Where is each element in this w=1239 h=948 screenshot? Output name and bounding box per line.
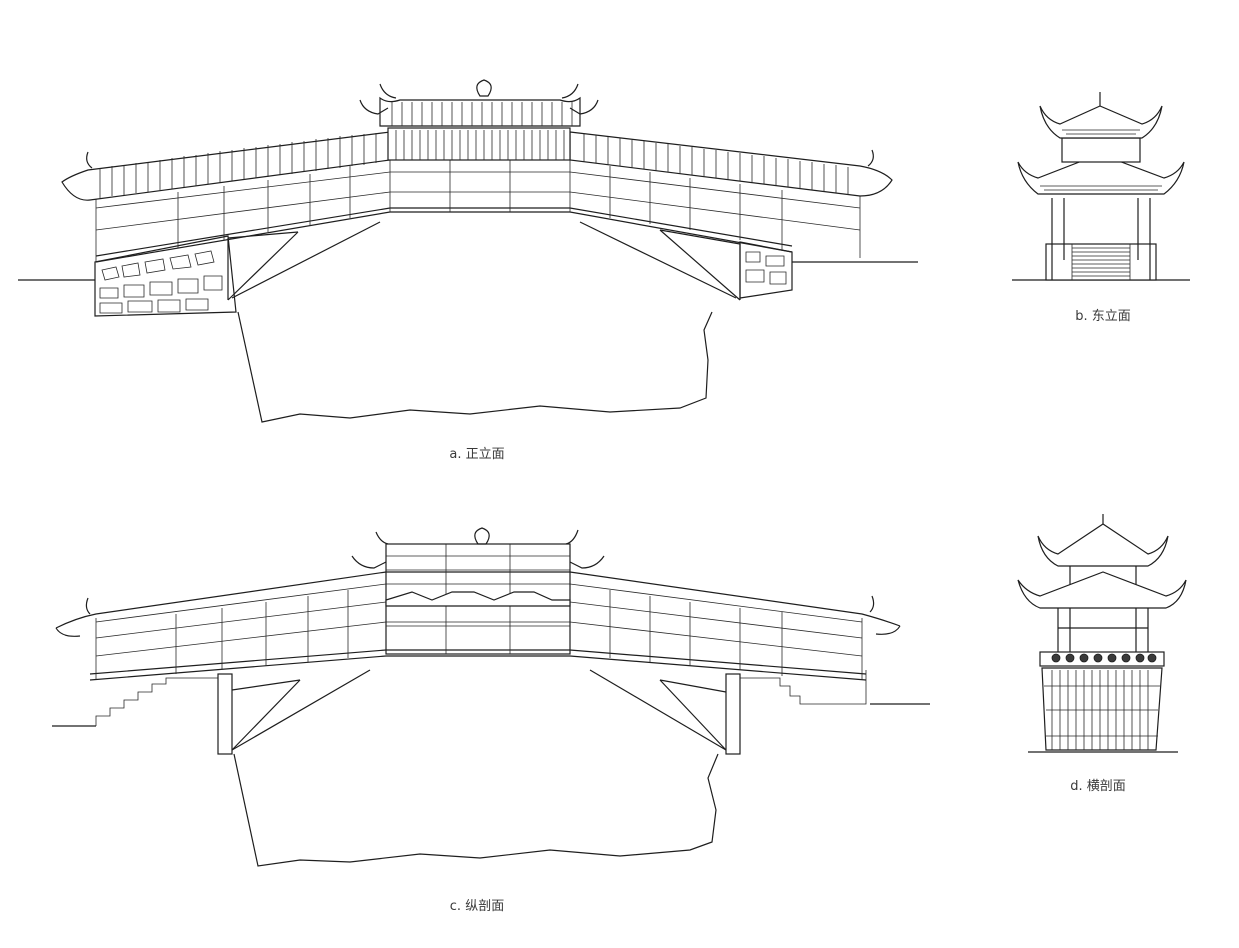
front-elevation-drawing — [18, 79, 918, 423]
caption-cross-section: d. 横剖面 — [1070, 779, 1126, 794]
panel-longitudinal-section: c. 纵剖面 — [0, 510, 960, 930]
caption-longitudinal-section: c. 纵剖面 — [449, 899, 505, 914]
cross-section-drawing — [1017, 514, 1187, 753]
caption-front-elevation: a. 正立面 — [449, 447, 505, 462]
caption-east-elevation: b. 东立面 — [1075, 309, 1131, 324]
panel-cross-section: d. 横剖面 — [1000, 510, 1220, 800]
longitudinal-section-drawing — [52, 527, 930, 867]
panel-east-elevation: b. 东立面 — [1000, 80, 1220, 330]
east-elevation-drawing — [1012, 92, 1190, 281]
panel-front-elevation: a. 正立面 — [0, 0, 960, 470]
